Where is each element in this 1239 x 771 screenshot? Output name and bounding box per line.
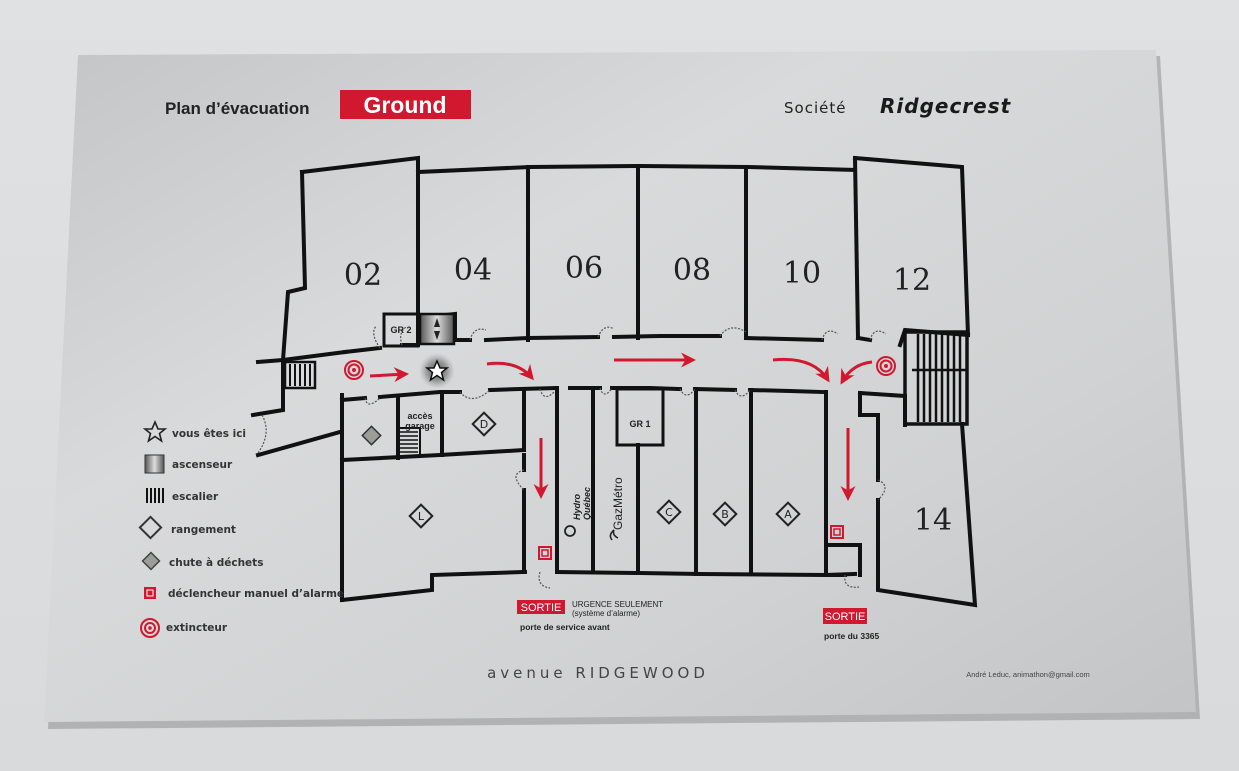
extinguisher-icon	[344, 360, 364, 380]
storage-locker-l: L	[408, 503, 434, 529]
svg-text:SORTIE: SORTIE	[825, 611, 866, 623]
trash-chute-icon	[361, 425, 382, 446]
room-08: 08	[673, 253, 711, 288]
legend-elevator-icon	[144, 454, 165, 474]
svg-text:rangement: rangement	[171, 524, 236, 536]
garage-label-1: accès	[407, 411, 432, 421]
street-name: avenue RIDGEWOOD	[487, 664, 709, 682]
legend-star-icon	[142, 419, 168, 443]
sortie-badge	[517, 600, 565, 614]
room-04: 04	[454, 253, 492, 288]
gazmetro-flame-icon	[609, 529, 619, 541]
company-prefix: Société	[784, 99, 846, 117]
storage-locker-a: A	[775, 501, 801, 527]
svg-text:L: L	[418, 510, 425, 523]
legend-trash-chute-icon	[141, 551, 161, 571]
svg-text:vous êtes ici: vous êtes ici	[172, 428, 246, 440]
exit-front-service: SORTIE URGENCE SEULEMENT (système d’alar…	[517, 600, 663, 632]
room-06: 06	[565, 251, 603, 286]
storage-locker-b: B	[712, 501, 738, 527]
hydro-label-2: Québec	[582, 487, 592, 520]
svg-text:D: D	[480, 418, 488, 431]
svg-text:URGENCE SEULEMENT: URGENCE SEULEMENT	[572, 600, 663, 609]
svg-text:porte du 3365: porte du 3365	[824, 631, 880, 641]
room-14: 14	[914, 503, 952, 538]
svg-text:(système d’alarme): (système d’alarme)	[572, 609, 640, 618]
garage-label-2: garage	[405, 421, 435, 431]
room-10: 10	[783, 256, 821, 291]
svg-text:escalier: escalier	[172, 491, 219, 503]
legend-storage-diamond-icon	[138, 515, 163, 540]
hydro-label-1: Hydro	[572, 493, 582, 520]
gazmetro-label: GazMétro	[611, 477, 625, 530]
legend-extinguisher-icon	[140, 618, 160, 638]
room-02: 02	[344, 258, 382, 293]
svg-text:chute à déchets: chute à déchets	[169, 557, 263, 569]
floor-badge	[340, 90, 471, 119]
legend-stairs-icon	[146, 488, 164, 503]
svg-text:ascenseur: ascenseur	[172, 459, 233, 471]
exit-3365: SORTIE porte du 3365	[823, 608, 880, 641]
room-12: 12	[893, 263, 931, 298]
svg-text:SORTIE: SORTIE	[521, 602, 562, 614]
you-are-here-star-icon	[424, 359, 450, 382]
svg-text:déclencheur manuel d’alarme: déclencheur manuel d’alarme	[168, 588, 344, 600]
extinguisher-icon	[876, 356, 896, 376]
legend: vous êtes ici ascenseur escalier rangeme…	[138, 419, 344, 638]
svg-text:porte de service avant: porte de service avant	[520, 622, 610, 632]
svg-text:B: B	[721, 508, 729, 521]
gr1-label: GR 1	[629, 419, 650, 429]
floor-plan	[250, 155, 978, 608]
hydro-quebec-logo-icon	[564, 525, 576, 537]
legend-alarm-pull-icon	[144, 587, 156, 599]
svg-text:A: A	[784, 508, 792, 521]
gr2-label: GR 2	[390, 325, 411, 335]
designer-credit: André Leduc, animathon@gmail.com	[966, 670, 1090, 679]
svg-text:extincteur: extincteur	[166, 622, 228, 634]
floor-label: Ground	[363, 92, 446, 118]
evacuation-arrows	[369, 352, 873, 501]
svg-text:C: C	[665, 506, 673, 519]
door-swings	[257, 325, 887, 589]
company-name: Ridgecrest	[880, 94, 1012, 118]
title-prefix: Plan d’évacuation	[165, 99, 310, 118]
storage-locker-c: C	[656, 499, 682, 525]
storage-locker-d: D	[471, 411, 497, 437]
sortie-badge	[823, 608, 867, 624]
elevator-symbol	[418, 312, 456, 346]
